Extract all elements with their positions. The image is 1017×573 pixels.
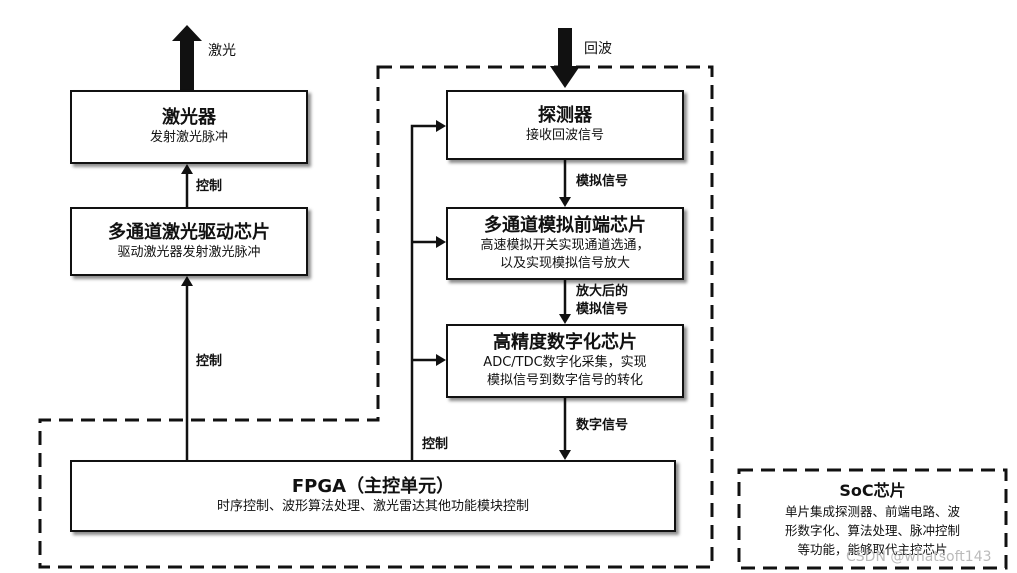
laser-output-arrow: [172, 25, 202, 90]
afe-desc-line1: 高速模拟开关实现通道选通，: [480, 237, 650, 253]
arrowhead-afe: [559, 197, 571, 207]
control-label-driver: 控制: [196, 354, 223, 369]
arrowhead-adc: [559, 314, 571, 324]
soc-chip-note: SoC芯片 单片集成探测器、前端电路、波 形数字化、算法处理、脉冲控制 等功能，…: [740, 470, 1005, 567]
echo-input-label: 回波: [584, 41, 612, 57]
amplified-signal-label-2: 模拟信号: [576, 302, 629, 317]
laser-desc: 发射激光脉冲: [149, 130, 228, 145]
laser-driver-title: 多通道激光驱动芯片: [108, 221, 270, 243]
arrowhead-laser: [181, 164, 193, 174]
soc-desc-line2: 形数字化、算法处理、脉冲控制: [784, 523, 960, 538]
echo-input-arrow: [550, 28, 580, 88]
adc-desc-line2: 模拟信号到数字信号的转化: [486, 373, 643, 388]
arrowhead-fpga: [559, 450, 571, 460]
fpga-desc: 时序控制、波形算法处理、激光雷达其他功能模块控制: [216, 499, 529, 514]
detector-box: 探测器 接收回波信号: [446, 90, 684, 160]
afe-title: 多通道模拟前端芯片: [484, 214, 646, 236]
control-label-laser: 控制: [196, 179, 223, 194]
afe-desc-line2: 以及实现模拟信号放大: [499, 255, 630, 271]
arrowhead-detector: [436, 120, 446, 132]
soc-title: SoC芯片: [839, 481, 906, 500]
digitizer-chip-box: 高精度数字化芯片 ADC/TDC数字化采集，实现 模拟信号到数字信号的转化: [446, 324, 684, 398]
arrowhead-afe-control: [436, 236, 446, 248]
watermark: CSDN @whatsoft143: [846, 549, 992, 565]
detector-title: 探测器: [538, 105, 592, 126]
analog-frontend-chip-box: 多通道模拟前端芯片 高速模拟开关实现通道选通， 以及实现模拟信号放大: [446, 207, 684, 280]
adc-desc-line1: ADC/TDC数字化采集，实现: [483, 355, 647, 370]
control-arrow-fpga-to-receivers: [410, 124, 436, 462]
analog-signal-label: 模拟信号: [576, 174, 629, 189]
soc-chip-boundary: [737, 468, 1008, 570]
laser-title: 激光器: [162, 107, 216, 128]
soc-desc-line3: 等功能，能够取代主控芯片: [797, 542, 948, 557]
soc-desc-line1: 单片集成探测器、前端电路、波: [784, 504, 960, 519]
arrowhead-driver: [181, 276, 193, 286]
fpga-title: FPGA（主控单元）: [291, 476, 455, 497]
soc-integration-boundary: [38, 65, 714, 569]
control-label-receivers: 控制: [422, 437, 449, 452]
digital-signal-label: 数字信号: [576, 418, 629, 433]
laser-driver-chip-box: 多通道激光驱动芯片 驱动激光器发射激光脉冲: [70, 207, 308, 276]
laser-driver-desc: 驱动激光器发射激光脉冲: [117, 244, 261, 260]
fpga-box: FPGA（主控单元） 时序控制、波形算法处理、激光雷达其他功能模块控制: [70, 460, 676, 532]
amplified-signal-label-1: 放大后的: [576, 284, 629, 299]
laser-box: 激光器 发射激光脉冲: [70, 90, 308, 164]
detector-desc: 接收回波信号: [525, 128, 604, 143]
laser-output-label: 激光: [208, 43, 236, 59]
adc-title: 高精度数字化芯片: [493, 332, 637, 353]
arrowhead-adc-control: [436, 354, 446, 366]
